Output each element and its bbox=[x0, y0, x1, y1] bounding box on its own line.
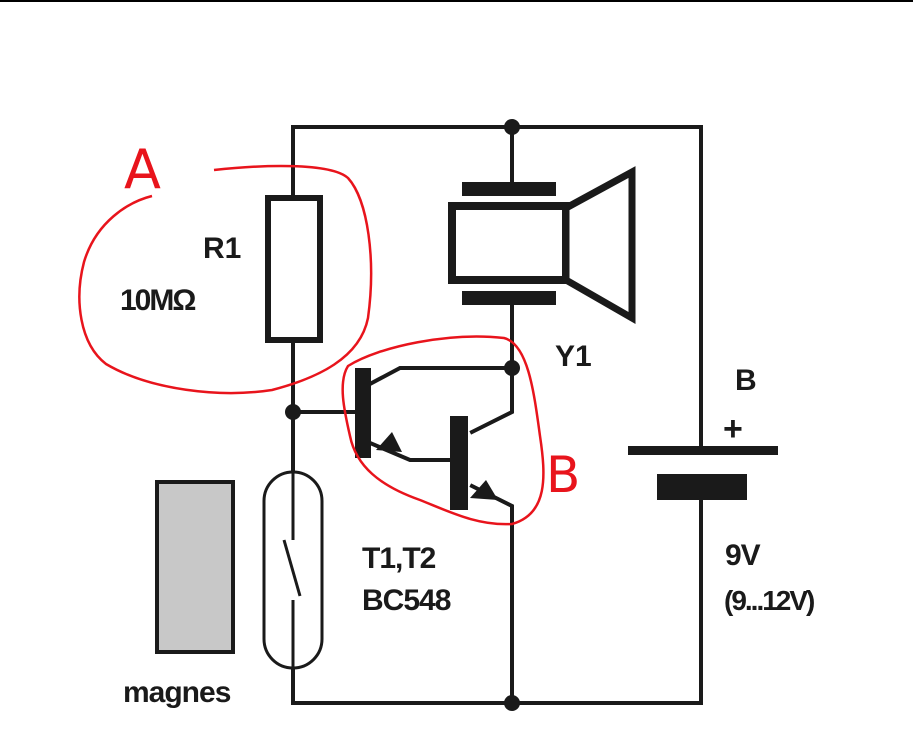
resistor-r1 bbox=[265, 195, 323, 343]
transistor-type-label: BC548 bbox=[362, 584, 451, 617]
battery-range-label: (9...12V) bbox=[724, 585, 814, 616]
annotation-circle-a bbox=[78, 164, 373, 395]
magnet-label: magnes bbox=[123, 676, 231, 709]
battery-name-label: B bbox=[735, 364, 757, 397]
battery-icon bbox=[628, 446, 778, 500]
transistor-names-label: T1,T2 bbox=[362, 542, 436, 575]
r1-value-label: 10MΩ bbox=[120, 284, 195, 317]
reed-switch-icon bbox=[262, 470, 324, 670]
annotation-circle-b bbox=[341, 335, 545, 526]
magnet-icon bbox=[155, 480, 235, 654]
battery-plus-label: + bbox=[723, 410, 743, 448]
transistor-t1-icon bbox=[355, 368, 402, 458]
annotation-label-b: B bbox=[546, 446, 580, 504]
speaker-name-label: Y1 bbox=[555, 340, 592, 373]
battery-voltage-label: 9V bbox=[725, 539, 761, 572]
junction-nodes bbox=[285, 119, 520, 711]
r1-name-label: R1 bbox=[203, 232, 241, 265]
annotation-label-a: A bbox=[124, 138, 161, 201]
speaker-y1-icon bbox=[448, 166, 636, 325]
top-border bbox=[0, 0, 913, 2]
transistor-t2-icon bbox=[450, 416, 498, 510]
